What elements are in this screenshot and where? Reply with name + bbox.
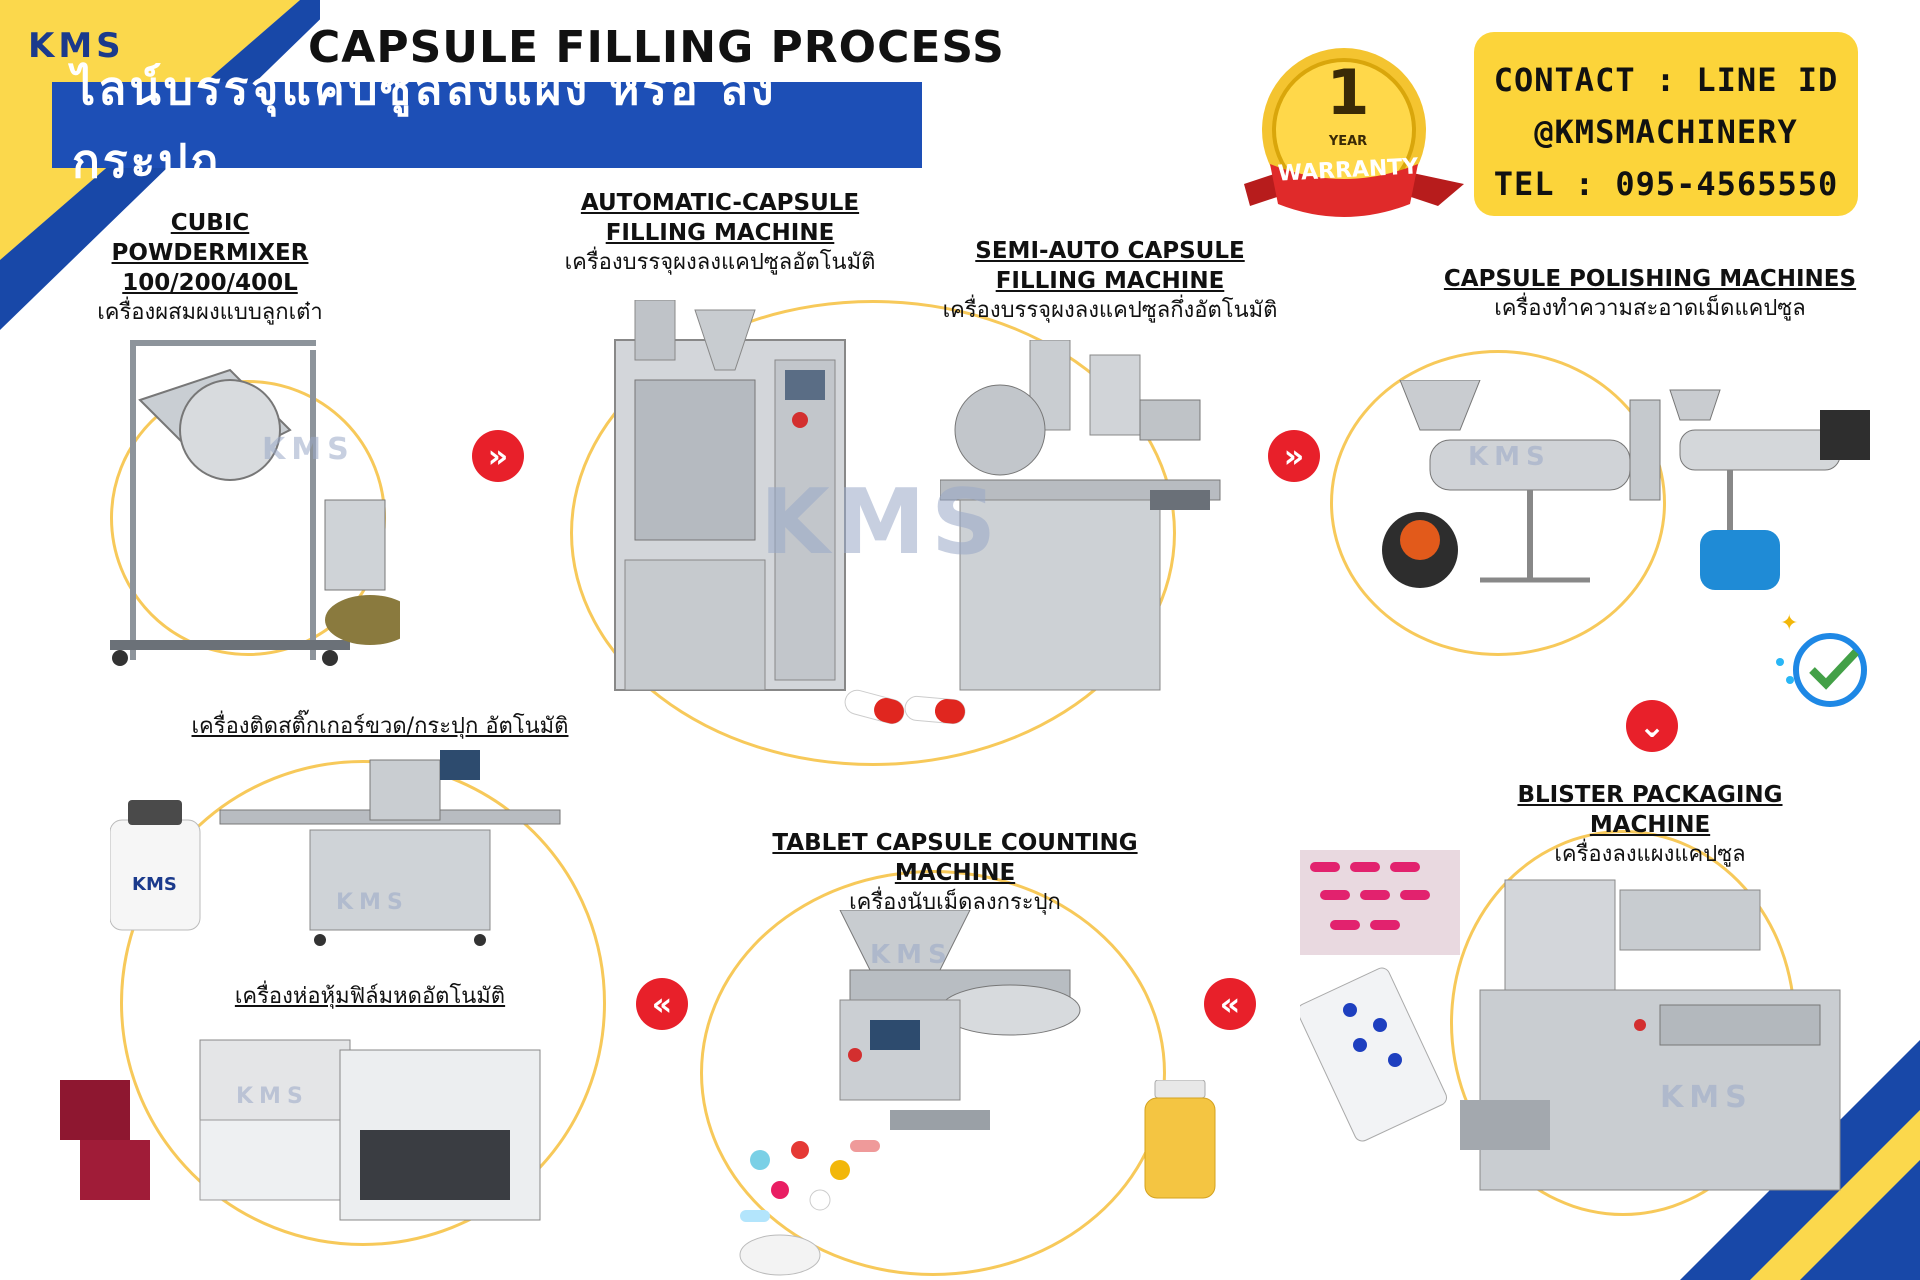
auto-capsule-title-line2: FILLING MACHINE	[605, 220, 835, 246]
watermark-polishing: KMS	[1468, 442, 1551, 472]
page-title: CAPSULE FILLING PROCESS	[308, 22, 1005, 73]
warranty-badge	[1244, 48, 1464, 217]
shrink-thai: เครื่องห่อหุ้มฟิล์มหดอัตโนมัติ	[234, 984, 506, 1009]
watermark-center: KMS	[760, 470, 1003, 575]
labeler-label: เครื่องติดสติ๊กเกอร์ขวด/กระปุก อัตโนมัติ	[160, 712, 600, 742]
polishing-thai: เครื่องทำความสะอาดเม็ดแคปซูล	[1494, 296, 1806, 321]
blister-title: BLISTER PACKAGING MACHINE	[1517, 782, 1783, 838]
check-badge-icon: ✦	[1776, 611, 1867, 707]
labeler-thai: เครื่องติดสติ๊กเกอร์ขวด/กระปุก อัตโนมัติ	[191, 714, 569, 739]
blister-machine-image	[1300, 850, 1841, 1191]
contact-box: CONTACT : LINE ID @KMSMACHINERY TEL : 09…	[1474, 32, 1858, 216]
semi-auto-machine-image	[940, 340, 1221, 691]
counting-machine-image	[839, 910, 1081, 1130]
auto-capsule-machine-image	[614, 300, 846, 691]
semi-auto-title-line2: FILLING MACHINE	[995, 268, 1225, 294]
shrink-wrap-machine-image	[60, 1039, 541, 1221]
capsule-pills-image	[844, 689, 966, 725]
arrow-down: ⌄	[1626, 700, 1678, 752]
arrow-left-1: «	[1204, 978, 1256, 1030]
polishing-title: CAPSULE POLISHING MACHINES	[1443, 266, 1857, 292]
thai-subtitle: ไลน์บรรจุแคปซูลลงแผง หรือ ลงกระปุก	[72, 61, 777, 188]
auto-capsule-label: AUTOMATIC-CAPSULE FILLING MACHINE เครื่อ…	[540, 188, 900, 278]
blister-thai: เครื่องลงแผงแคปซูล	[1554, 842, 1746, 867]
ring-counting	[700, 870, 1166, 1276]
contact-line-id-label: CONTACT : LINE ID	[1493, 61, 1839, 99]
pill-bottle-image	[1144, 1080, 1216, 1199]
ring-filling	[570, 300, 1176, 766]
watermark-shrink: KMS	[236, 1084, 309, 1109]
semi-auto-thai: เครื่องบรรจุผงลงแคปซูลกึ่งอัตโนมัติ	[942, 298, 1278, 323]
warranty-number: 1	[1326, 56, 1370, 129]
arrow-right-2: »	[1268, 430, 1320, 482]
kms-logo: KMS	[28, 26, 125, 66]
mixer-title-line2: 100/200/400L	[122, 270, 298, 296]
ring-polishing	[1330, 350, 1666, 656]
semi-auto-title-line1: SEMI-AUTO CAPSULE	[975, 238, 1245, 264]
arrow-left-2: «	[636, 978, 688, 1030]
thai-subtitle-banner: ไลน์บรรจุแคปซูลลงแผง หรือ ลงกระปุก	[52, 61, 922, 188]
svg-text:KMS: KMS	[132, 874, 177, 895]
labeler-machine-image: KMS	[110, 750, 561, 946]
counting-title: TABLET CAPSULE COUNTING MACHINE	[772, 830, 1138, 886]
mixer-title-line1: CUBIC POWDERMIXER	[111, 210, 309, 266]
counting-label: TABLET CAPSULE COUNTING MACHINE เครื่องน…	[730, 828, 1180, 918]
mixer-thai: เครื่องผสมผงแบบลูกเต๋า	[97, 300, 323, 325]
watermark-labeler: KMS	[336, 890, 409, 915]
contact-line-id[interactable]: @KMSMACHINERY	[1534, 113, 1798, 151]
arrow-right-1: »	[472, 430, 524, 482]
shrink-label: เครื่องห่อหุ้มฟิล์มหดอัตโนมัติ	[190, 982, 550, 1012]
mixer-label: CUBIC POWDERMIXER 100/200/400L เครื่องผส…	[90, 208, 330, 328]
polishing-label: CAPSULE POLISHING MACHINES เครื่องทำความ…	[1440, 264, 1860, 324]
contact-phone[interactable]: TEL : 095-4565550	[1493, 165, 1839, 203]
semi-auto-label: SEMI-AUTO CAPSULE FILLING MACHINE เครื่อ…	[920, 236, 1300, 326]
ring-labeler	[120, 760, 606, 1246]
polishing-machines-image	[1382, 380, 1870, 590]
cubic-mixer-image	[110, 340, 400, 666]
blister-label: BLISTER PACKAGING MACHINE เครื่องลงแผงแค…	[1470, 780, 1830, 870]
watermark-mixer: KMS	[262, 432, 355, 467]
pills-scatter-image	[739, 1140, 880, 1276]
auto-capsule-thai: เครื่องบรรจุผงลงแคปซูลอัตโนมัติ	[564, 250, 876, 275]
warranty-unit: YEAR	[1328, 134, 1368, 149]
svg-text:✦: ✦	[1780, 611, 1798, 636]
auto-capsule-title-line1: AUTOMATIC-CAPSULE	[580, 190, 860, 216]
watermark-counting: KMS	[870, 940, 953, 970]
watermark-blister: KMS	[1660, 1080, 1753, 1115]
